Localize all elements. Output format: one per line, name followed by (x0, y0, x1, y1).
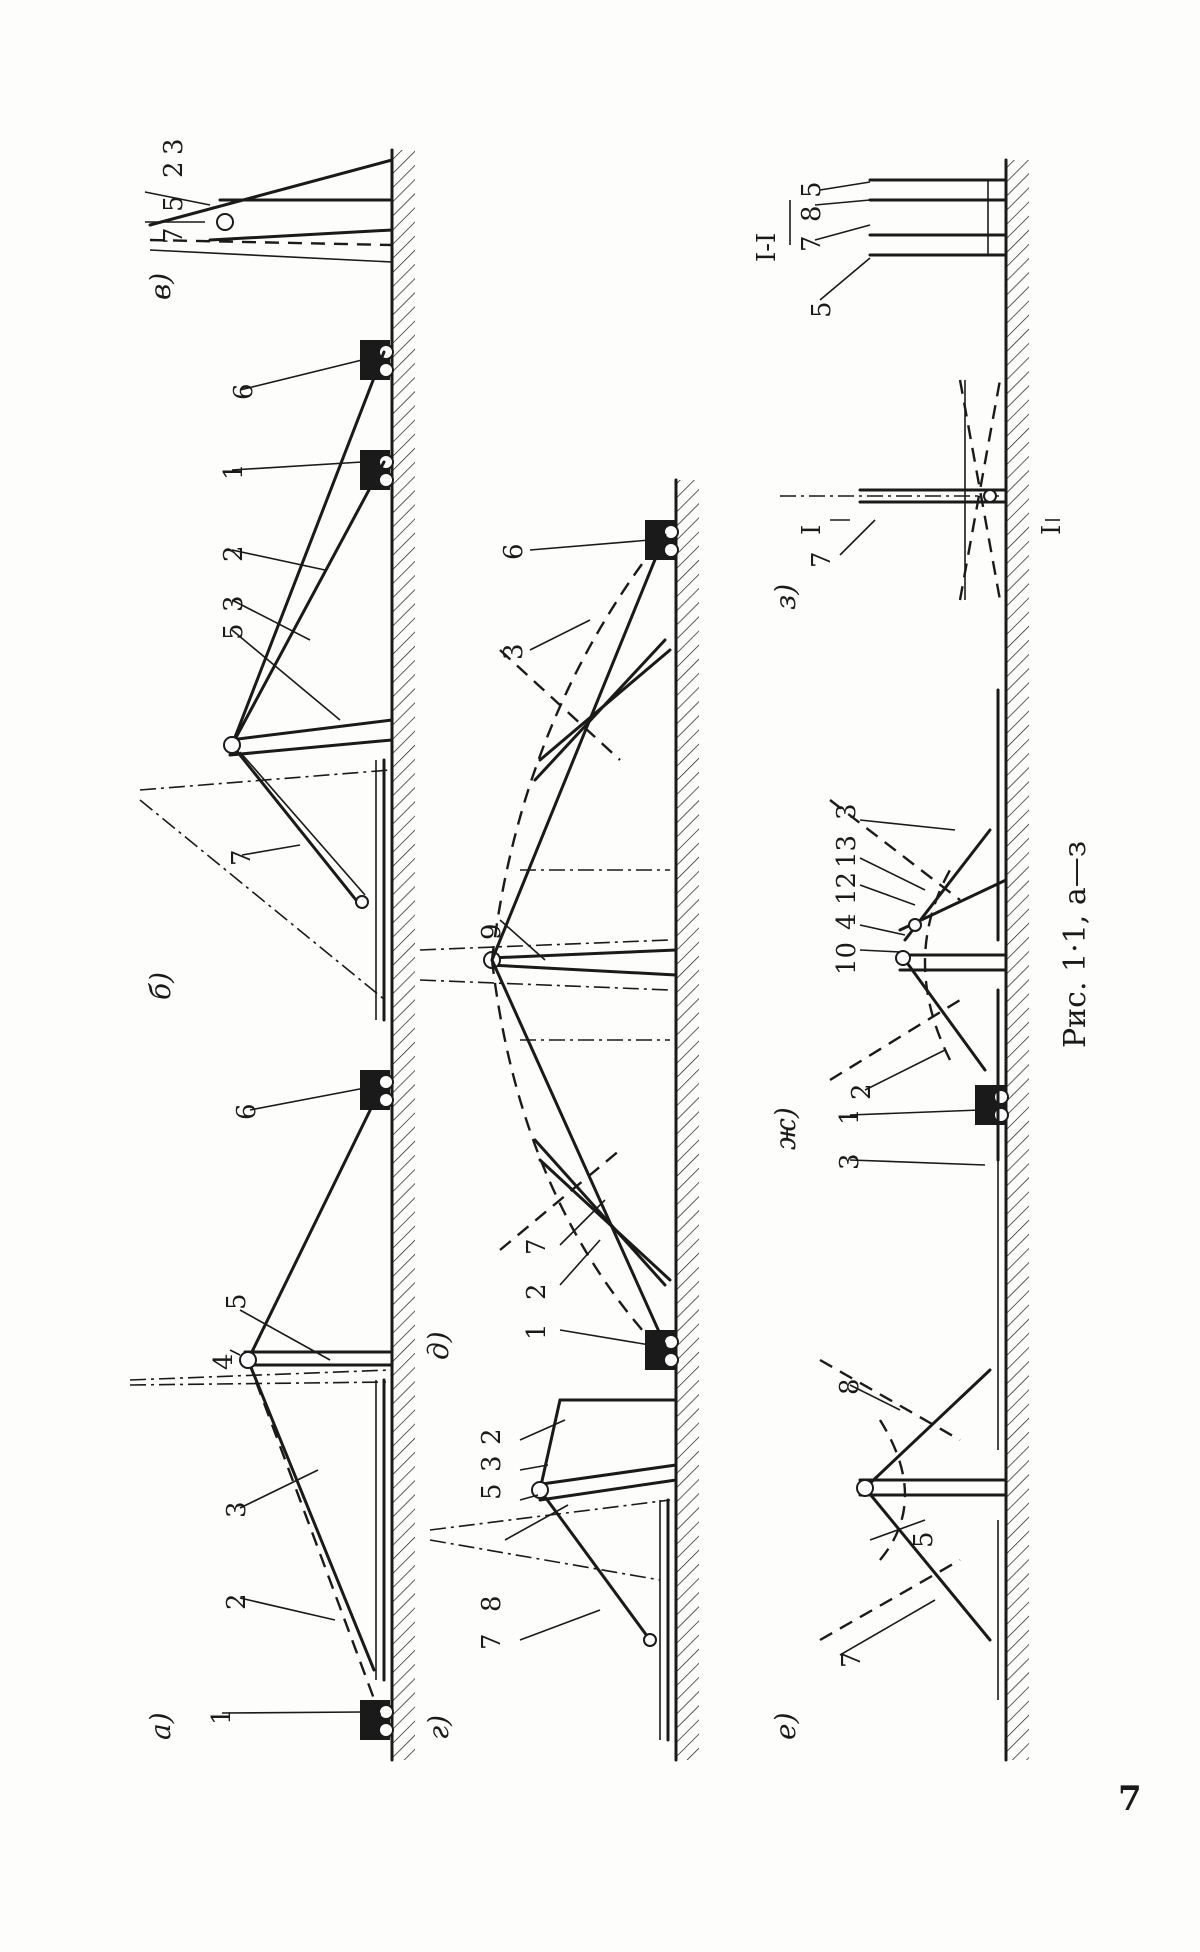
page-number: 7 (1118, 1779, 1142, 1819)
panel-z: з) 7 I I I-I 5 7 8 5 (752, 178, 1067, 610)
panel-e-num-5: 5 (909, 1531, 939, 1548)
panel-v: в) 7 5 2 3 (144, 138, 394, 300)
panel-g-num-3: 3 (477, 1455, 507, 1472)
section-title: I-I (752, 233, 782, 262)
panel-z-cut-top: I (797, 525, 827, 535)
panel-b: б) 7 5 3 2 1 6 (139, 340, 394, 1022)
panel-e-num-7: 7 (837, 1651, 867, 1668)
panel-b-num-2: 2 (219, 545, 249, 562)
panel-a-num-6: 6 (232, 1103, 262, 1120)
panel-zh-num-3: 3 (832, 803, 862, 820)
panel-v-num-3: 3 (159, 138, 189, 155)
panel-d-num-2: 2 (522, 1283, 552, 1300)
panel-d-num-6: 6 (499, 543, 529, 560)
panel-b-num-1: 1 (219, 463, 249, 480)
panel-b-label: б) (144, 972, 177, 1000)
panel-a-label: а) (144, 1712, 177, 1740)
machine-1b (360, 450, 394, 490)
panel-a-num-3: 3 (222, 1501, 252, 1518)
panel-v-label: в) (144, 273, 177, 300)
machine-1e (975, 1085, 1009, 1125)
panel-zh-num-2: 2 (847, 1083, 877, 1100)
section-num-8: 8 (797, 205, 827, 222)
panel-zh-num-10: 10 (832, 942, 862, 975)
panel-e-label: е) (769, 1713, 802, 1741)
panel-b-num-6: 6 (229, 383, 259, 400)
panel-g: г) 7 8 5 3 2 (422, 1398, 678, 1742)
panel-z-label: з) (769, 584, 802, 610)
panel-d-num-1: 1 (522, 1323, 552, 1340)
panel-v-num-5: 5 (159, 195, 189, 212)
panel-a: а) 1 2 3 4 5 6 (129, 1070, 394, 1740)
panel-z-num-7: 7 (807, 551, 837, 568)
machine-1 (360, 1700, 394, 1740)
panel-d-num-7: 7 (522, 1238, 552, 1255)
panel-g-num-5: 5 (477, 1483, 507, 1500)
section-num-5a: 5 (807, 301, 837, 318)
panel-zh-num-12: 12 (832, 872, 862, 905)
section-num-7: 7 (797, 235, 827, 252)
ground-strip-top (390, 148, 415, 1762)
panel-d-num-9: 9 (477, 923, 507, 940)
panel-a-num-4: 4 (209, 1353, 239, 1370)
panel-g-num-8: 8 (477, 1595, 507, 1612)
panel-b-num-7: 7 (227, 849, 257, 866)
panel-g-num-2: 2 (477, 1428, 507, 1445)
section-I-I: I-I 5 7 8 5 (752, 178, 1008, 318)
panel-a-num-5: 5 (222, 1293, 252, 1310)
section-num-5b: 5 (797, 181, 827, 198)
panel-a-num-2: 2 (222, 1593, 252, 1610)
panel-zh-label: ж) (769, 1107, 802, 1150)
panel-zh-num-4: 4 (832, 913, 862, 930)
panel-v-num-7: 7 (159, 227, 189, 244)
panel-e-num-3: 3 (835, 1153, 865, 1170)
panel-e-num-1: 1 (835, 1108, 865, 1125)
panel-d-label: д) (422, 1331, 455, 1360)
panel-e: е) 7 5 8 3 1 (769, 1085, 1009, 1741)
panel-e-num-8: 8 (835, 1378, 865, 1395)
ground-strip-bottom (1004, 158, 1029, 1762)
machine-6b (360, 340, 394, 380)
panel-zh-num-13: 13 (832, 835, 862, 868)
machine-6 (360, 1070, 394, 1110)
panel-b-num-5: 5 (219, 623, 249, 640)
panel-a-num-1: 1 (207, 1708, 237, 1725)
ground-strip-middle (674, 478, 699, 1762)
panel-d-num-3: 3 (499, 643, 529, 660)
panel-z-cut-bottom: I (1037, 525, 1067, 535)
panel-g-label: г) (422, 1715, 455, 1740)
figure-caption: Рис. 1·1, а—з (1058, 841, 1093, 1048)
panel-g-num-7: 7 (477, 1633, 507, 1650)
panel-v-num-2: 2 (159, 161, 189, 178)
panel-zh: ж) 2 10 4 12 13 3 (769, 688, 1008, 1162)
panel-d: д) 1 2 7 9 3 6 (419, 520, 679, 1370)
panel-b-num-3: 3 (219, 595, 249, 612)
